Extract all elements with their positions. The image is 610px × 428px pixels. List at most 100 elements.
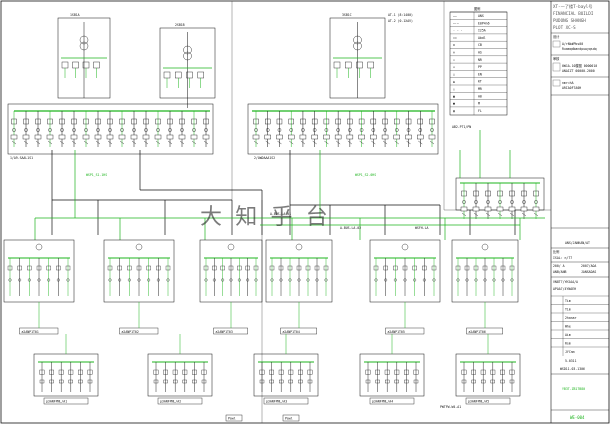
switch-symbol [382,140,388,145]
feeder-breaker [153,369,159,375]
panel-breaker [212,265,217,271]
feeder-label-box [157,397,203,405]
switch-symbol [265,140,270,145]
small-box-2-label: Pawl [285,417,293,421]
panel-meter [483,278,487,282]
feeder-label-box [154,134,162,140]
feeder-tag [394,379,399,384]
legend-description: Abdl [478,36,486,40]
drawing-number: WE-004 [570,415,585,420]
breaker-symbol [119,118,125,125]
design-label: 设计 [553,34,560,39]
sheet-label-2: APAA7/4YNAEH [553,287,576,291]
meter-symbol [204,128,208,132]
breaker-symbol [143,118,149,125]
feeder-label-box [58,134,66,140]
feeder-label-box [393,134,400,140]
aux-breaker [197,71,204,79]
panel-breaker [431,265,437,271]
feeder-label-box [472,206,480,212]
panel-breaker [473,265,479,271]
breaker-symbol [533,190,539,197]
legend-symbol: ○ [453,72,455,76]
feeder-label-box [334,134,342,140]
panel-meter [279,278,283,282]
breaker-symbol [107,118,113,125]
floor-feeder-box [147,353,213,397]
legend-symbol: == [453,36,457,40]
project-location: PUDONG SHANGH [553,18,586,23]
field-4: JANSADAS [581,270,596,274]
feeder-label-box [417,134,424,140]
switch-symbol [418,140,423,145]
panel-label: a2ANP1T01 [22,330,39,334]
field-1: 200/ A [553,264,565,268]
stamp-line-2: ANAIZT 00000-2000 [562,69,595,73]
legend-symbol: —— [453,14,457,18]
switch-symbol [521,212,527,217]
breaker-symbol [311,118,318,125]
legend-symbol: ⊙ [453,51,455,55]
panel-breaker [464,265,470,271]
transformer-coil-2 [183,51,192,61]
bus-label-1: A-BUS-LA-01 [270,212,291,216]
feeder-tag [59,379,64,384]
feeder-tag [481,379,486,384]
switch-symbol [312,140,317,145]
left-bus-label: 1/A9.SAAL1S1 [10,156,33,160]
switch-symbol [394,140,399,145]
revision-entry: Tim [565,299,571,303]
top-right-switchboard-group: 3SB1C AT-1 (8:1400) AT-2 (0.1XAV) 2/AWDA… [247,13,545,219]
transformer-box-c [329,17,386,99]
feeder-tag [87,379,93,384]
feeder-label-box [532,206,540,212]
panel-breaker [305,265,311,271]
company-line: A/rNb#Pbs00 [562,42,583,46]
panel-breaker [127,265,132,271]
panel-breaker [422,265,427,271]
switch-symbol [167,140,173,145]
feeder-label-box [94,134,102,140]
feeder-label-box [428,134,436,140]
right-feed-note: WSP1_S2.0HS [355,173,376,177]
panel-meter [47,278,51,282]
plot-number: PLOT XC-S [553,25,576,30]
panel-breaker [253,265,259,271]
meter-symbol [24,128,28,132]
meter-symbol [72,128,76,132]
feeder-label-box [276,134,283,140]
transformer-coil-1 [183,45,192,55]
breaker-symbol [35,118,41,125]
feeder-tag [298,379,303,384]
panel-label-3sb1c: 3SB1C [342,13,352,17]
panel-breaker [136,265,142,271]
switch-symbol [324,140,329,145]
feeder-label-box [142,134,150,140]
meter-symbol [474,200,478,204]
green-note: YB3T-ZB17B80 [562,387,585,391]
feeder-label-box [190,134,198,140]
legend-description: AS [478,51,482,55]
breaker-symbol [288,118,294,125]
panel-meter [108,278,112,282]
panel-meter [374,278,378,282]
aux-breaker [72,61,79,69]
panel-breaker [220,265,225,271]
meter-symbol [348,128,352,132]
meter-symbol [254,128,258,132]
panel-breaker [245,265,250,271]
panel-breaker [402,265,408,271]
aux-breaker [175,71,182,79]
feeder-breaker [394,369,400,375]
panel-meter [501,278,505,282]
date-1: 5-0311 [565,359,577,363]
panel-meter [156,278,160,282]
top-left-switchboard-group: 1SB1A 2SB1B 1/A9.SAAL1S1 WSP1_S1.1HS [7,13,382,177]
breaker-symbol [11,118,17,125]
legend-symbol: ▣ [453,102,455,106]
legend-description: FL [478,109,482,113]
breaker-symbol [370,118,377,125]
switch-symbol [23,140,29,145]
feeder-label-box [381,134,389,140]
